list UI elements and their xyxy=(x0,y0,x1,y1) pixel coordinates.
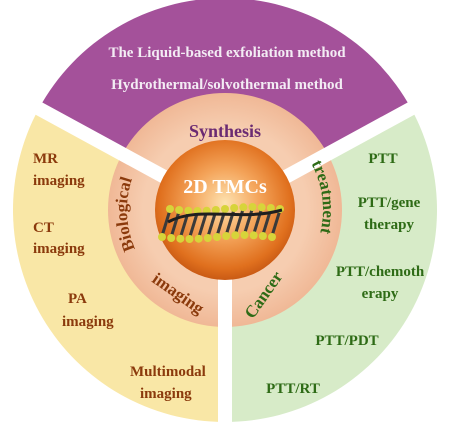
imaging-item-pa: PA xyxy=(68,291,87,307)
chain-atom xyxy=(213,233,221,241)
synthesis-label: Synthesis xyxy=(189,121,261,141)
treatment-item-pdt: PTT/PDT xyxy=(315,333,378,349)
chain-bond xyxy=(169,210,181,238)
chain-atom xyxy=(248,203,257,211)
chain-atom xyxy=(239,203,248,212)
chain-bond xyxy=(160,209,172,237)
chain-atom xyxy=(222,232,231,240)
chain-atom xyxy=(230,204,239,212)
chain-backbone xyxy=(167,208,283,224)
tmc-structure-icon xyxy=(158,203,284,243)
imaging-items: MR imaging CT imaging PA imaging Multimo… xyxy=(33,151,206,402)
chain-bond xyxy=(243,207,254,235)
imaging-item-mr: MR xyxy=(33,151,58,167)
chain-atom xyxy=(203,234,212,242)
chain-atom xyxy=(240,231,249,239)
chain-bond xyxy=(188,211,199,239)
chain-atom xyxy=(231,231,240,240)
chain-atom xyxy=(184,206,193,215)
synthesis-item-hydrothermal: Hydrothermal/solvothermal method xyxy=(111,77,343,93)
chain-atom xyxy=(176,234,185,243)
chain-atom xyxy=(185,235,194,243)
imaging-item-pa-sub: imaging xyxy=(62,314,114,330)
chain-atom xyxy=(266,204,275,212)
center-title: 2D TMCs xyxy=(183,176,267,198)
chain-atom xyxy=(211,206,220,214)
chain-atom xyxy=(257,203,266,212)
treatment-item-gene-sub: therapy xyxy=(364,217,414,233)
chain-atom xyxy=(249,231,258,240)
chain-atom xyxy=(166,205,174,213)
treatment-item-rt: PTT/RT xyxy=(266,381,320,397)
chain-atom xyxy=(221,205,229,213)
treatment-item-chemo: PTT/chemoth xyxy=(336,264,425,280)
treatment-item-ptt: PTT xyxy=(368,151,397,167)
imaging-item-mr-sub: imaging xyxy=(33,173,85,189)
chain-atom xyxy=(158,233,166,241)
treatment-item-gene: PTT/gene xyxy=(358,195,421,211)
chain-atom xyxy=(258,232,267,240)
treatment-item-chemo-sub: erapy xyxy=(362,286,399,302)
imaging-item-ct: CT xyxy=(33,220,54,236)
chain-bond xyxy=(197,211,209,239)
chain-atom xyxy=(268,233,276,241)
synthesis-item-exfoliation: The Liquid-based exfoliation method xyxy=(108,45,346,61)
chain-atom xyxy=(175,206,184,214)
chain-atom xyxy=(167,234,176,242)
imaging-item-multimodal: Multimodal xyxy=(130,364,206,380)
chain-atom xyxy=(194,234,203,243)
chain-bond xyxy=(270,209,282,237)
chain-bond xyxy=(233,207,245,235)
treatment-items: PTT PTT/gene therapy PTT/chemoth erapy P… xyxy=(266,151,425,397)
imaging-item-ct-sub: imaging xyxy=(33,241,85,257)
imaging-item-multimodal-sub: imaging xyxy=(140,386,192,402)
